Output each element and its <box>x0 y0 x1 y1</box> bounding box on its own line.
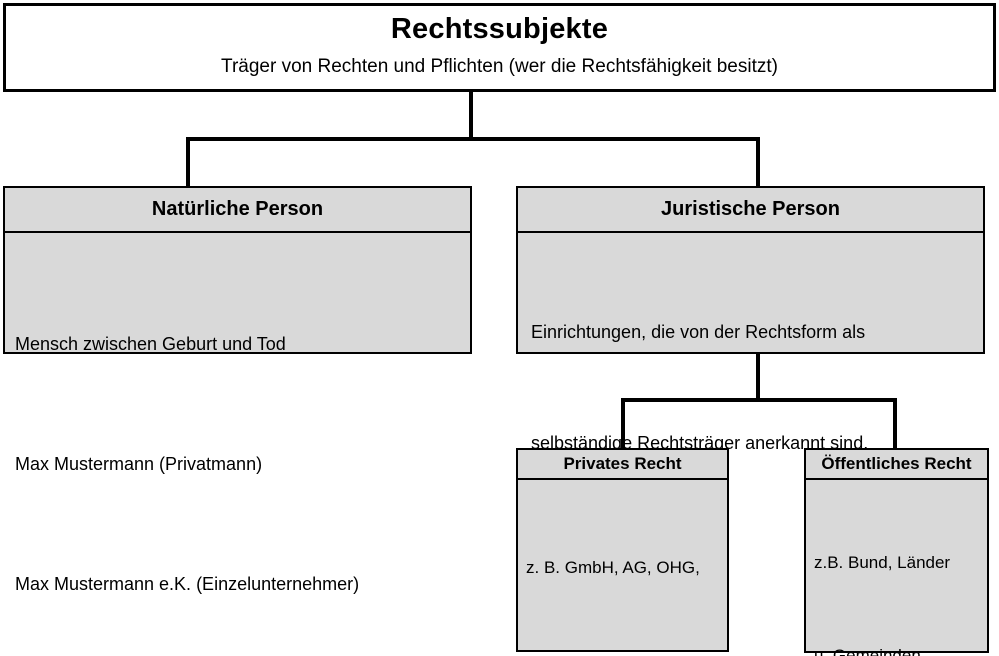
root-subtitle: Träger von Rechten und Pflichten (wer di… <box>221 56 778 77</box>
body-line: Mensch zwischen Geburt und Tod <box>15 334 286 354</box>
body-line: Max Mustermann (Privatmann) <box>15 454 263 474</box>
node-privates-recht-title: Privates Recht <box>518 450 727 480</box>
body-line: Max Mustermann e.K. (Einzelunternehmer) <box>15 574 360 594</box>
body-line: u. Gemeinden <box>814 646 921 656</box>
node-privates-recht: Privates Recht z. B. GmbH, AG, OHG, KG o… <box>516 448 729 652</box>
connector-level2-bar <box>621 398 897 402</box>
root-title: Rechtssubjekte <box>390 13 609 45</box>
node-oeffentliches-recht-title: Öffentliches Recht <box>806 450 987 480</box>
connector-natuerliche-drop <box>186 137 190 187</box>
body-line: KG oder <box>526 650 719 656</box>
node-natuerliche-person-title: Natürliche Person <box>5 188 470 233</box>
connector-privates-drop <box>621 398 625 449</box>
node-natuerliche-person-body: Mensch zwischen Geburt und Tod Max Muste… <box>5 233 470 656</box>
node-natuerliche-person: Natürliche Person Mensch zwischen Geburt… <box>3 186 472 594</box>
node-oeffentliches-recht: Öffentliches Recht z.B. Bund, Länder u. … <box>804 448 989 656</box>
connector-juristische-drop <box>756 137 760 187</box>
root-box-rechtssubjekte: Rechtssubjekte Träger von Rechten und Pf… <box>3 3 996 92</box>
body-line: z.B. Bund, Länder <box>814 553 951 572</box>
node-juristische-person: Juristische Person Einrichtungen, die vo… <box>516 186 985 453</box>
body-line: z. B. GmbH, AG, OHG, <box>526 558 700 577</box>
body-line: Einrichtungen, die von der Rechtsform al… <box>531 322 866 342</box>
connector-juristische-stem <box>756 354 760 402</box>
node-privates-recht-body: z. B. GmbH, AG, OHG, KG oder eingetragen… <box>518 480 727 656</box>
node-juristische-person-title: Juristische Person <box>518 188 983 233</box>
node-oeffentliches-recht-body: z.B. Bund, Länder u. Gemeinden oder Bund… <box>806 480 987 656</box>
connector-oeffentliches-drop <box>893 398 897 449</box>
connector-level1-bar <box>186 137 760 141</box>
connector-root-stem <box>469 89 473 139</box>
